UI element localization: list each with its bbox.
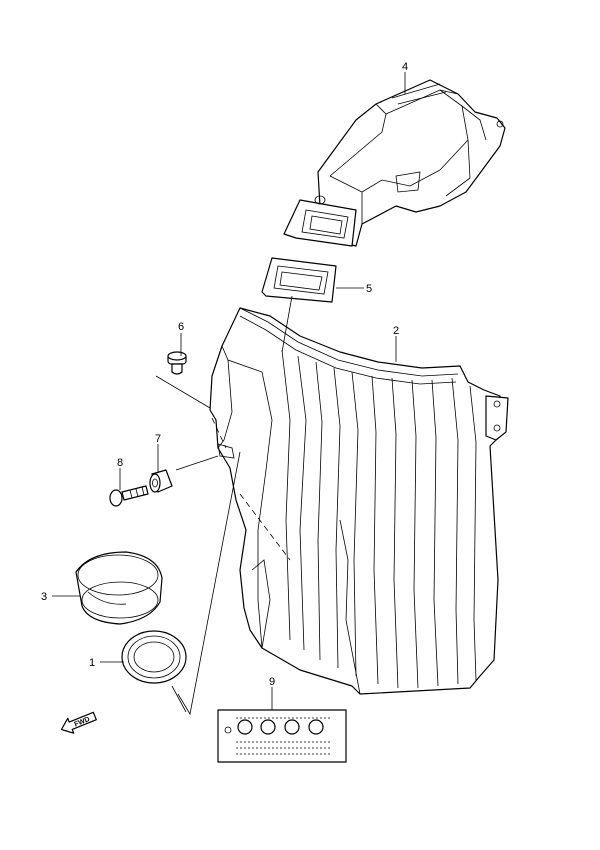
callout-5: 5 bbox=[366, 283, 372, 295]
callout-6: 6 bbox=[178, 321, 184, 333]
bolt-part-8 bbox=[109, 485, 149, 507]
label-part-9 bbox=[217, 709, 347, 763]
grommet-part-6 bbox=[167, 351, 187, 375]
callout-2: 2 bbox=[393, 325, 399, 337]
leader-lines bbox=[52, 72, 406, 716]
fwd-label: FWD bbox=[74, 716, 91, 728]
ring-part-3 bbox=[75, 551, 163, 625]
callout-7: 7 bbox=[155, 433, 161, 445]
fwd-direction-arrow: FWD bbox=[60, 711, 97, 734]
collar-part-7 bbox=[149, 469, 173, 493]
callout-4: 4 bbox=[402, 61, 408, 73]
callout-1: 1 bbox=[89, 657, 95, 669]
air-duct-part-4 bbox=[283, 79, 506, 247]
callout-3: 3 bbox=[41, 591, 47, 603]
shroud-part-2 bbox=[209, 307, 509, 695]
callout-8: 8 bbox=[117, 457, 123, 469]
seal-part-5 bbox=[261, 257, 337, 303]
screen-part-1 bbox=[121, 630, 187, 684]
callout-9: 9 bbox=[269, 676, 275, 688]
label-icons bbox=[237, 719, 324, 735]
callout-numbers: 4 5 2 6 7 8 3 1 9 bbox=[41, 61, 408, 688]
